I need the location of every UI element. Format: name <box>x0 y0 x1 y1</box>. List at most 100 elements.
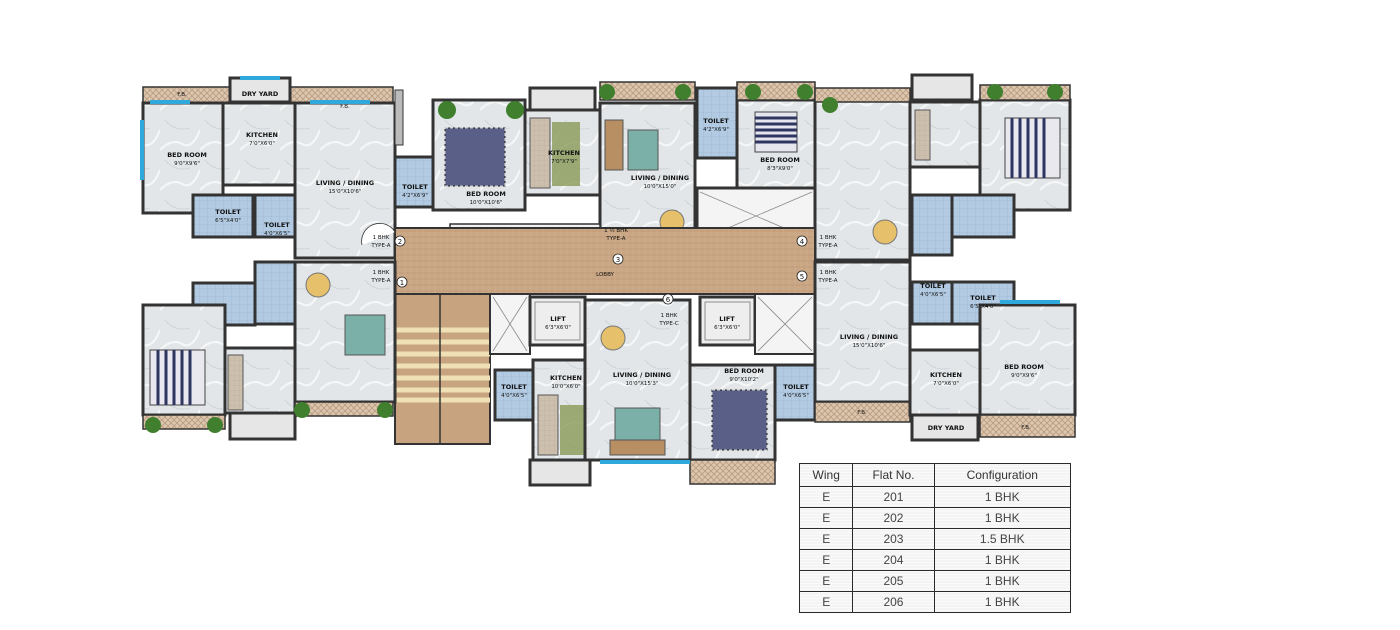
room-dim-r14: 8'3"X9'0" <box>767 166 793 172</box>
room-dim-r16: 6'3"X6'0" <box>545 325 571 331</box>
room-dim-r5: 7'0"X6'0" <box>249 141 275 147</box>
flat-bottom-center <box>493 298 817 487</box>
cell-configuration: 1 BHK <box>933 570 1072 592</box>
flat-number-5: 5 <box>800 273 804 281</box>
table-header-row: Wing Flat No. Configuration <box>798 463 1072 487</box>
cell-wing: E <box>798 549 854 571</box>
room-dim-r12: 10'0"X15'0" <box>644 184 677 190</box>
flat-tag-1-line2: TYPE-A <box>370 243 390 249</box>
flat-tag-3-line2: TYPE-A <box>605 236 625 242</box>
room-label-r2: DRY YARD <box>242 90 279 98</box>
room-dim-r17: 6'3"X6'0" <box>714 325 740 331</box>
room-dim-r10: 10'0"X10'6" <box>470 200 503 206</box>
room-dim-r23: 4'0"X6'5" <box>920 292 946 298</box>
room-dim-r24: 6'5"X4'0" <box>970 304 996 310</box>
room-label-r18: TOILET <box>501 383 527 391</box>
cell-wing: E <box>798 486 854 508</box>
flat-bottom-left <box>141 260 397 441</box>
room-label-r11: KITCHEN <box>548 149 580 157</box>
room-label-r23: TOILET <box>920 282 946 290</box>
flat-tag-5-line1: 1 BHK <box>820 270 837 276</box>
flat-tag-2-line1: 1 BHK <box>373 270 390 276</box>
flat-tag-3-line1: 1 ½ BHK <box>604 227 628 234</box>
room-label-r14: BED ROOM <box>760 156 800 164</box>
cell-flat-no: 206 <box>852 591 935 613</box>
room-dim-r21: 9'0"X10'2" <box>729 377 758 383</box>
room-label-r13: TOILET <box>703 117 729 125</box>
cell-flat-no: 205 <box>852 570 935 592</box>
room-dim-r7: 6'5"X4'0" <box>215 218 241 224</box>
room-label-r6: LIVING / DINING <box>316 179 374 187</box>
cell-flat-no: 203 <box>852 528 935 550</box>
room-label-r20: LIVING / DINING <box>613 371 671 379</box>
flat-top-right <box>813 73 1072 262</box>
flat-tag-6-line2: TYPE-C <box>658 321 678 327</box>
flat-number-2: 2 <box>398 238 402 246</box>
flat-top-left <box>140 76 437 260</box>
room-label-r7: TOILET <box>215 208 241 216</box>
room-label-r9: TOILET <box>402 183 428 191</box>
table-row: E 203 1.5 BHK <box>798 528 1072 550</box>
flat-top-center <box>431 81 817 245</box>
room-dim-r9: 4'2"X6'9" <box>402 193 428 199</box>
cell-wing: E <box>798 507 854 529</box>
flat-type-tags: 1 BHK TYPE-A 1 BHK TYPE-A 1 ½ BHK TYPE-A… <box>361 223 838 327</box>
room-dim-r26: 7'0"X6'0" <box>933 381 959 387</box>
flat-tag-5-line2: TYPE-A <box>817 278 837 284</box>
flat-number-3: 3 <box>616 256 620 264</box>
room-label-r10: BED ROOM <box>466 190 506 198</box>
room-label-r4: BED ROOM <box>167 151 207 159</box>
room-dim-r4: 9'0"X9'6" <box>174 161 200 167</box>
header-wing: Wing <box>798 463 854 487</box>
cell-flat-no: 204 <box>852 549 935 571</box>
room-label-r29: F.B. <box>857 410 867 416</box>
room-dim-r8: 4'0"X6'5" <box>264 231 290 237</box>
cell-wing: E <box>798 591 854 613</box>
flat-number-6: 6 <box>666 296 671 304</box>
room-dim-r25: 15'0"X10'6" <box>853 343 886 349</box>
room-dim-r6: 15'0"X10'6" <box>329 189 362 195</box>
room-label-r28: DRY YARD <box>928 424 965 432</box>
room-dim-r13: 4'2"X6'9" <box>703 127 729 133</box>
flat-tag-4-line2: TYPE-A <box>817 243 837 249</box>
room-label-r21: BED ROOM <box>724 367 764 375</box>
table-row: E 205 1 BHK <box>798 570 1072 592</box>
room-dim-r11: 7'0"X7'9" <box>551 159 577 165</box>
lobby-area <box>394 227 816 445</box>
room-label-r30: F.B. <box>1021 425 1031 431</box>
header-flat-no: Flat No. <box>852 463 935 487</box>
room-label-r27: BED ROOM <box>1004 363 1044 371</box>
flat-tag-6-line1: 1 BHK <box>661 313 678 319</box>
flat-tag-1-line1: 1 BHK <box>373 235 390 241</box>
cell-flat-no: 201 <box>852 486 935 508</box>
plants <box>145 84 1063 433</box>
room-label-r19: KITCHEN <box>550 374 582 382</box>
cell-wing: E <box>798 528 854 550</box>
table-row: E 202 1 BHK <box>798 507 1072 529</box>
cell-configuration: 1 BHK <box>933 549 1072 571</box>
room-label-r24: TOILET <box>970 294 996 302</box>
flat-tag-2-line2: TYPE-A <box>370 278 390 284</box>
room-dim-r18: 4'0"X6'5" <box>501 393 527 399</box>
room-label-r26: KITCHEN <box>930 371 962 379</box>
room-labels: F.B. DRY YARD F.B. BED ROOM 9'0"X9'6" KI… <box>167 90 1044 432</box>
flat-tag-4-line1: 1 BHK <box>820 235 837 241</box>
room-dim-r20: 10'0"X15'3" <box>626 381 659 387</box>
room-dim-r19: 10'0"X6'0" <box>551 384 580 390</box>
room-dim-r27: 9'0"X9'6" <box>1011 373 1037 379</box>
flat-configuration-table: Wing Flat No. Configuration E 201 1 BHK … <box>798 463 1072 613</box>
cell-configuration: 1 BHK <box>933 591 1072 613</box>
cell-configuration: 1 BHK <box>933 507 1072 529</box>
flat-number-1: 1 <box>400 279 404 287</box>
header-configuration: Configuration <box>933 463 1072 487</box>
cell-configuration: 1 BHK <box>933 486 1072 508</box>
flat-bottom-right <box>813 260 1077 442</box>
room-label-r12: LIVING / DINING <box>631 174 689 182</box>
room-label-r17: LIFT <box>719 315 735 323</box>
room-label-r1: F.B. <box>177 92 187 98</box>
cell-flat-no: 202 <box>852 507 935 529</box>
cell-configuration: 1.5 BHK <box>933 528 1072 550</box>
cell-wing: E <box>798 570 854 592</box>
table-row: E 206 1 BHK <box>798 591 1072 613</box>
